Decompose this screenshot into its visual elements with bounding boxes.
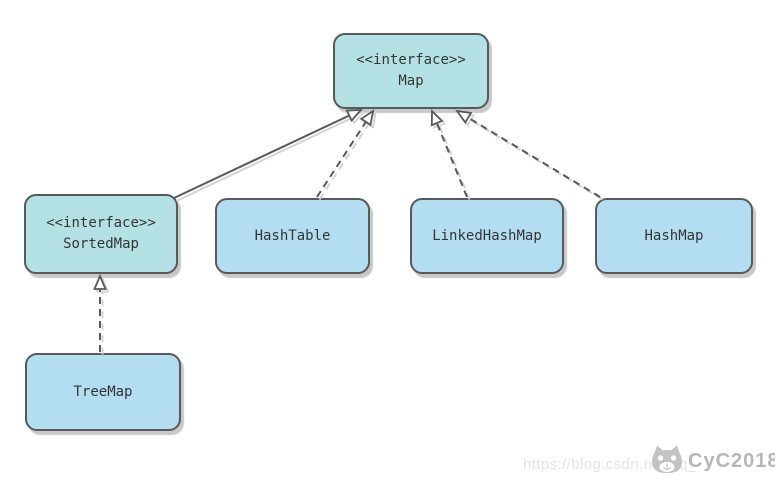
node-sortedmap: <<interface>> SortedMap [24,194,178,274]
node-map: <<interface>> Map [333,33,489,109]
node-treemap: TreeMap [25,353,181,431]
node-map-stereotype: <<interface>> [356,52,466,68]
cat-icon [648,443,686,480]
node-map-label: Map [398,73,424,89]
node-sortedmap-stereotype: <<interface>> [46,215,156,231]
node-linkedhashmap-label: LinkedHashMap [432,227,542,244]
node-hashtable-label: HashTable [254,227,331,244]
edge-hashtable-to-map [316,111,373,198]
edge-linkedhashmap-to-map [432,111,468,198]
node-hashtable: HashTable [215,198,370,274]
watermark-logo-text: CyC2018 [688,450,775,472]
watermark-logo: CyC2018 [648,443,775,480]
edge-hashmap-to-map [457,111,601,198]
node-treemap-label: TreeMap [73,383,133,400]
node-sortedmap-label: SortedMap [63,236,139,252]
edge-sortedmap-to-map [173,110,361,199]
node-hashmap: HashMap [595,198,753,274]
node-linkedhashmap: LinkedHashMap [410,198,564,274]
node-hashmap-label: HashMap [644,227,704,244]
